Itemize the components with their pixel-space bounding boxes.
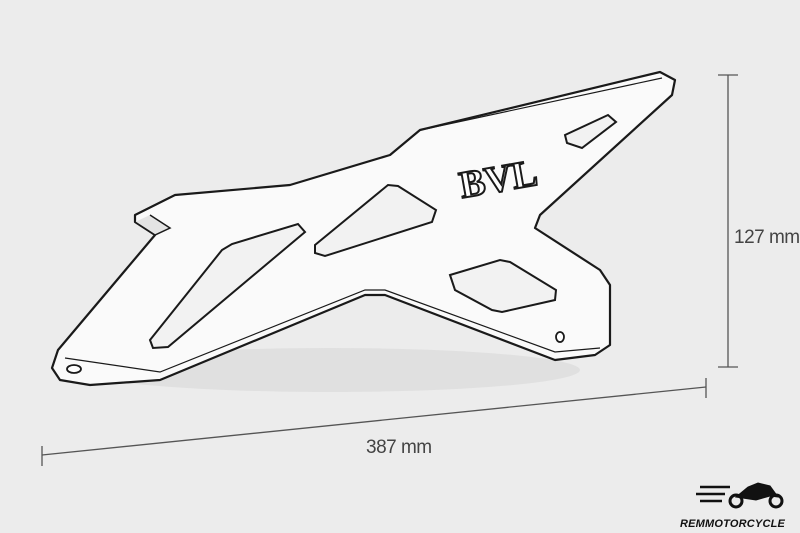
bvl-engraving: BVL [456, 152, 540, 207]
cutout-hole [148, 222, 307, 350]
height-dimension-line [718, 74, 738, 368]
height-label: 127 mm [734, 227, 800, 248]
mount-hole [555, 331, 565, 343]
cutout-hole [314, 183, 438, 258]
motorcycle-icon [696, 482, 784, 509]
brand-logo-text: REMMOTORCYCLE [680, 518, 786, 530]
mount-hole [66, 364, 82, 374]
cutout-hole [563, 113, 618, 150]
cutout-hole [448, 258, 558, 314]
edge-line [419, 77, 663, 131]
length-label: 387 mm [366, 437, 432, 458]
edge-line [64, 289, 601, 373]
tab-flange [134, 214, 172, 236]
length-dimension-line [41, 378, 707, 466]
